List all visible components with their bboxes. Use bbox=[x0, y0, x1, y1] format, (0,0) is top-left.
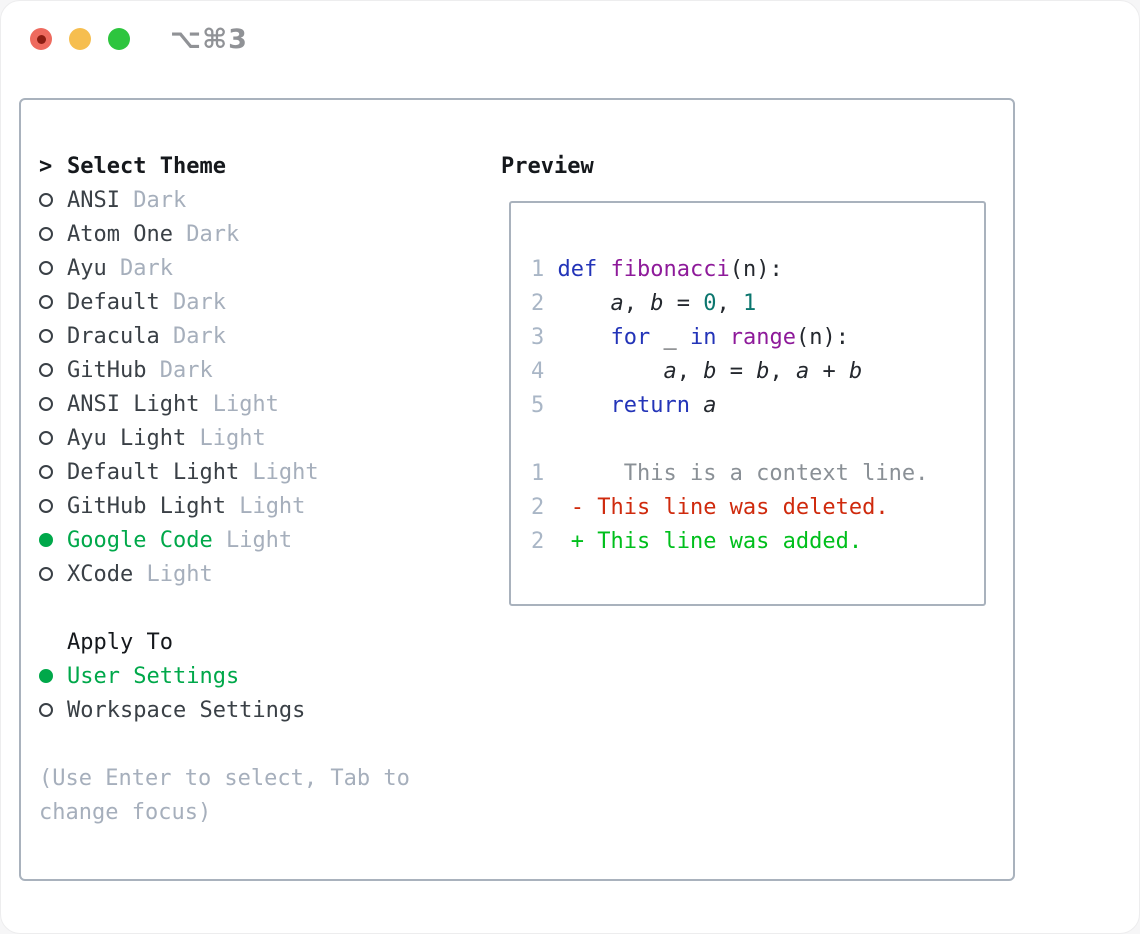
theme-item[interactable]: Atom One Dark bbox=[39, 217, 410, 251]
theme-variant-label: Light bbox=[199, 391, 279, 417]
spacer bbox=[39, 727, 410, 761]
radio-icon bbox=[39, 465, 67, 479]
option-label: User Settings bbox=[67, 663, 240, 689]
minimize-button[interactable] bbox=[69, 28, 91, 50]
option-label: Default bbox=[67, 289, 160, 315]
preview-line: 3 for _ in range(n): bbox=[531, 324, 849, 350]
titlebar: ⌥⌘3 bbox=[1, 1, 1139, 77]
option-label: ANSI bbox=[67, 187, 120, 213]
theme-variant-label: Dark bbox=[106, 255, 173, 281]
option-label: Default Light bbox=[67, 459, 240, 485]
option-label: Google Code bbox=[67, 527, 213, 553]
theme-item[interactable]: GitHub Light Light bbox=[39, 489, 410, 523]
radio-icon bbox=[39, 261, 67, 275]
theme-item[interactable]: Ayu Dark bbox=[39, 251, 410, 285]
preview-line: 1 This is a context line. bbox=[531, 460, 929, 486]
radio-icon bbox=[39, 431, 67, 445]
option-label: ANSI Light bbox=[67, 391, 200, 417]
theme-item[interactable]: Dracula Dark bbox=[39, 319, 410, 353]
theme-variant-label: Dark bbox=[146, 357, 213, 383]
option-label: Atom One bbox=[67, 221, 173, 247]
option-label: Workspace Settings bbox=[67, 697, 306, 723]
preview-box: 1 def fibonacci(n): 2 a, b = 0, 1 3 for _ … bbox=[509, 201, 986, 606]
theme-item[interactable]: Default Dark bbox=[39, 285, 410, 319]
radio-icon bbox=[39, 193, 67, 207]
code-preview: 1 def fibonacci(n): 2 a, b = 0, 1 3 for _ … bbox=[531, 252, 984, 422]
zoom-button[interactable] bbox=[108, 28, 130, 50]
option-label: GitHub bbox=[67, 357, 147, 383]
radio-icon bbox=[39, 227, 67, 241]
theme-variant-label: Dark bbox=[172, 221, 240, 247]
radio-icon bbox=[39, 567, 67, 581]
theme-list-title: Select Theme bbox=[67, 153, 226, 179]
window-title: ⌥⌘3 bbox=[170, 23, 248, 55]
theme-item[interactable]: XCode Light bbox=[39, 557, 410, 591]
cursor-icon: > bbox=[39, 153, 53, 179]
preview-line: 1 def fibonacci(n): bbox=[531, 256, 783, 282]
theme-item[interactable]: Google Code Light bbox=[39, 523, 410, 557]
theme-variant-label: Light bbox=[133, 561, 213, 587]
theme-variant-label: Dark bbox=[119, 187, 187, 213]
radio-icon bbox=[39, 363, 67, 377]
apply-to-title: Apply To bbox=[67, 629, 173, 655]
apply-to-option[interactable]: Workspace Settings bbox=[39, 693, 410, 727]
preview-line: 2 a, b = 0, 1 bbox=[531, 290, 757, 316]
radio-icon bbox=[39, 499, 67, 513]
help-text-line-1: (Use Enter to select, Tab to bbox=[39, 765, 410, 791]
theme-variant-label: Dark bbox=[159, 289, 226, 315]
option-label: XCode bbox=[67, 561, 134, 587]
theme-list-header-row: > Select Theme bbox=[39, 149, 410, 183]
option-label: Dracula bbox=[67, 323, 160, 349]
theme-variant-label: Light bbox=[186, 425, 266, 451]
help-text-line-2: change focus) bbox=[39, 799, 212, 825]
diff-preview: 1 This is a context line. 2 - This line w… bbox=[531, 456, 984, 558]
preview-line: 2 + This line was added. bbox=[531, 528, 863, 554]
theme-variant-label: Dark bbox=[159, 323, 226, 349]
radio-icon bbox=[39, 295, 67, 309]
preview-line: 5 return a bbox=[531, 392, 717, 418]
radio-icon bbox=[39, 329, 67, 343]
theme-item[interactable]: Default Light Light bbox=[39, 455, 410, 489]
option-label: Ayu Light bbox=[67, 425, 187, 451]
radio-selected-icon bbox=[39, 669, 67, 683]
theme-item[interactable]: ANSI Dark bbox=[39, 183, 410, 217]
radio-icon bbox=[39, 397, 67, 411]
option-label: GitHub Light bbox=[67, 493, 226, 519]
theme-item[interactable]: GitHub Dark bbox=[39, 353, 410, 387]
preview-title: Preview bbox=[501, 153, 594, 179]
apply-to-option[interactable]: User Settings bbox=[39, 659, 410, 693]
radio-selected-icon bbox=[39, 533, 67, 547]
theme-item[interactable]: Ayu Light Light bbox=[39, 421, 410, 455]
spacer bbox=[39, 591, 410, 625]
preview-line: 2 - This line was deleted. bbox=[531, 494, 889, 520]
theme-variant-label: Light bbox=[225, 493, 306, 519]
theme-variant-label: Light bbox=[239, 459, 319, 485]
theme-item[interactable]: ANSI Light Light bbox=[39, 387, 410, 421]
preview-column: Preview 1 def fibonacci(n): 2 a, b = 0, 1… bbox=[501, 149, 986, 606]
radio-icon bbox=[39, 703, 67, 717]
theme-variant-label: Light bbox=[212, 527, 293, 553]
close-button[interactable] bbox=[30, 28, 52, 50]
preview-line: 4 a, b = b, a + b bbox=[531, 358, 863, 384]
option-label: Ayu bbox=[67, 255, 107, 281]
